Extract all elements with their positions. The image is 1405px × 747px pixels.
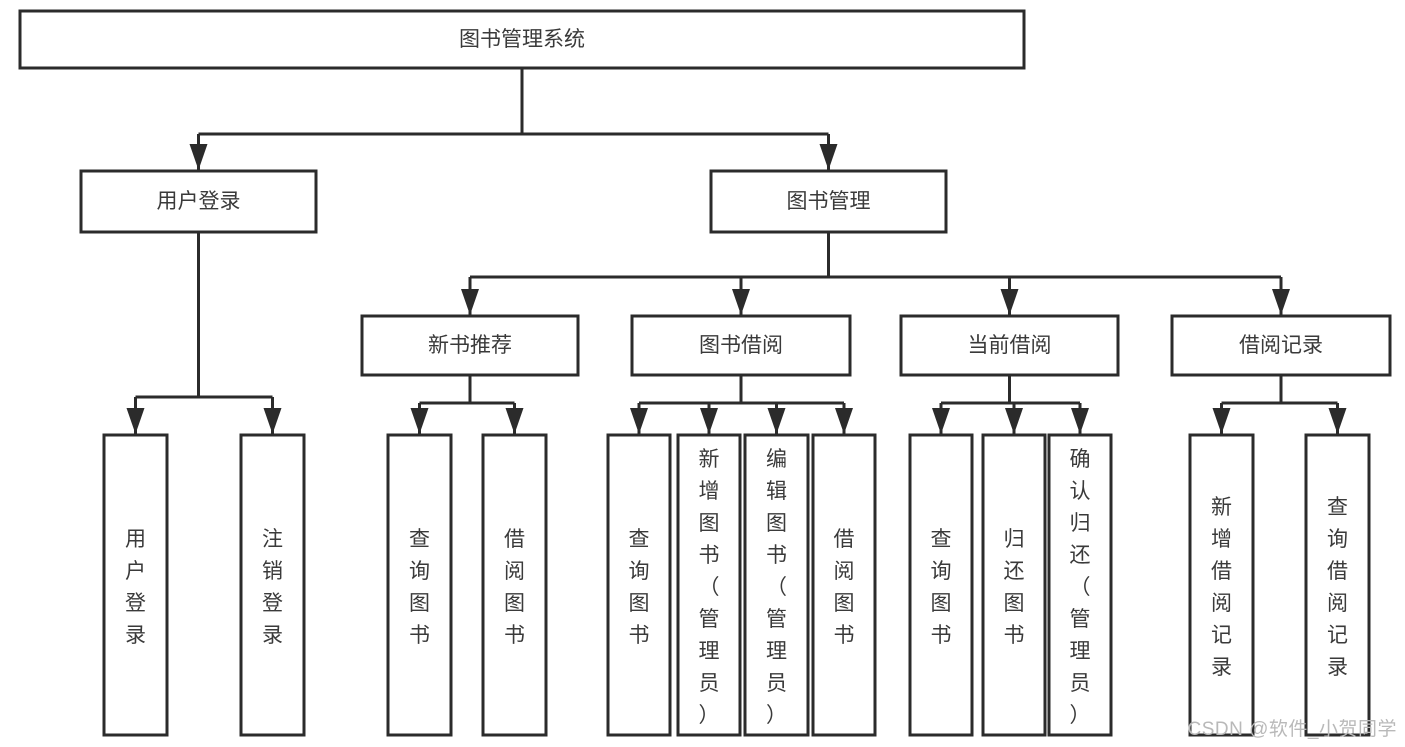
arrow-leaf-新书推荐-0 bbox=[410, 408, 429, 434]
arrow-leaf-用户登录-0 bbox=[126, 408, 145, 434]
leaf-当前借阅-确认归还管理员-label: 确认归还（管理员） bbox=[1070, 448, 1091, 727]
leaf-新书推荐-借阅图书-rect[interactable] bbox=[481, 433, 548, 737]
arrow-leaf-借阅记录-1 bbox=[1328, 408, 1347, 434]
arrow-leaf-用户登录-1 bbox=[263, 408, 282, 434]
leaf-用户登录-用户登录[interactable]: 用户登录 bbox=[102, 433, 169, 737]
node-root-图书管理系统-rect[interactable] bbox=[18, 9, 1026, 70]
node-图书管理-label: 图书管理 bbox=[787, 190, 871, 213]
arrow-leaf-图书借阅-2 bbox=[767, 408, 786, 434]
leaf-图书借阅-编辑图书管理员-rect[interactable] bbox=[743, 433, 810, 737]
leaf-新书推荐-借阅图书-label: 借阅图书 bbox=[504, 528, 525, 647]
leaf-图书借阅-查询图书-label: 查询图书 bbox=[629, 528, 650, 647]
leaf-借阅记录-新增借阅记录-label: 新增借阅记录 bbox=[1211, 496, 1232, 679]
node-root-图书管理系统[interactable]: 图书管理系统 bbox=[18, 9, 1026, 70]
node-新书推荐-label: 新书推荐 bbox=[428, 334, 512, 357]
node-当前借阅[interactable]: 当前借阅 bbox=[899, 314, 1120, 377]
node-借阅记录-rect[interactable] bbox=[1170, 314, 1392, 377]
leaf-图书借阅-新增图书管理员[interactable]: 新增图书（管理员） bbox=[676, 433, 742, 737]
node-图书管理[interactable]: 图书管理 bbox=[709, 169, 948, 234]
arrow-leaf-新书推荐-1 bbox=[505, 408, 524, 434]
node-root-图书管理系统-label: 图书管理系统 bbox=[459, 28, 585, 51]
leaf-用户登录-注销登录[interactable]: 注销登录 bbox=[239, 433, 306, 737]
leaf-用户登录-用户登录-label: 用户登录 bbox=[125, 528, 146, 647]
node-用户登录[interactable]: 用户登录 bbox=[79, 169, 318, 234]
arrow-mgmt-3 bbox=[1272, 289, 1290, 315]
leaf-新书推荐-查询图书-label: 查询图书 bbox=[409, 528, 430, 647]
arrow-mgmt-1 bbox=[732, 289, 750, 315]
leaf-用户登录-用户登录-rect[interactable] bbox=[102, 433, 169, 737]
leaf-图书借阅-查询图书[interactable]: 查询图书 bbox=[606, 433, 672, 737]
leaf-当前借阅-归还图书[interactable]: 归还图书 bbox=[981, 433, 1047, 737]
leaf-当前借阅-查询图书-label: 查询图书 bbox=[931, 528, 952, 647]
leaf-图书借阅-编辑图书管理员-label: 编辑图书（管理员） bbox=[766, 448, 787, 727]
leaf-图书借阅-借阅图书-label: 借阅图书 bbox=[834, 528, 855, 647]
edges-layer bbox=[126, 68, 1347, 434]
arrow-leaf-当前借阅-1 bbox=[1005, 408, 1023, 434]
arrow-leaf-图书借阅-0 bbox=[630, 408, 648, 434]
arrow-leaf-当前借阅-0 bbox=[932, 408, 950, 434]
node-新书推荐-rect[interactable] bbox=[360, 314, 580, 377]
arrow-leaf-借阅记录-0 bbox=[1212, 408, 1231, 434]
arrow-leaf-图书借阅-3 bbox=[835, 408, 853, 434]
leaf-用户登录-注销登录-label: 注销登录 bbox=[262, 528, 283, 647]
leaf-用户登录-注销登录-rect[interactable] bbox=[239, 433, 306, 737]
node-图书管理-rect[interactable] bbox=[709, 169, 948, 234]
node-图书借阅[interactable]: 图书借阅 bbox=[630, 314, 852, 377]
node-用户登录-label: 用户登录 bbox=[157, 190, 241, 213]
node-图书借阅-label: 图书借阅 bbox=[699, 334, 783, 357]
leaf-当前借阅-查询图书-rect[interactable] bbox=[908, 433, 974, 737]
leaf-当前借阅-归还图书-label: 归还图书 bbox=[1004, 528, 1025, 647]
leaf-图书借阅-编辑图书管理员[interactable]: 编辑图书（管理员） bbox=[743, 433, 810, 737]
nodes-layer: 图书管理系统用户登录图书管理新书推荐图书借阅当前借阅借阅记录用户登录注销登录查询… bbox=[18, 9, 1392, 737]
leaf-借阅记录-查询借阅记录[interactable]: 查询借阅记录 bbox=[1304, 433, 1371, 737]
arrow-mgmt-0 bbox=[461, 289, 479, 315]
leaf-新书推荐-借阅图书[interactable]: 借阅图书 bbox=[481, 433, 548, 737]
arrow-root-1 bbox=[819, 144, 838, 170]
leaf-图书借阅-借阅图书-rect[interactable] bbox=[811, 433, 877, 737]
arrow-mgmt-2 bbox=[1000, 289, 1019, 315]
leaf-借阅记录-新增借阅记录[interactable]: 新增借阅记录 bbox=[1188, 433, 1255, 737]
node-新书推荐[interactable]: 新书推荐 bbox=[360, 314, 580, 377]
leaf-当前借阅-归还图书-rect[interactable] bbox=[981, 433, 1047, 737]
leaf-图书借阅-查询图书-rect[interactable] bbox=[606, 433, 672, 737]
arrow-root-0 bbox=[189, 144, 208, 170]
node-当前借阅-rect[interactable] bbox=[899, 314, 1120, 377]
leaf-借阅记录-查询借阅记录-label: 查询借阅记录 bbox=[1327, 496, 1348, 679]
leaf-当前借阅-确认归还管理员-rect[interactable] bbox=[1047, 433, 1113, 737]
leaf-借阅记录-查询借阅记录-rect[interactable] bbox=[1304, 433, 1371, 737]
leaf-当前借阅-确认归还管理员[interactable]: 确认归还（管理员） bbox=[1047, 433, 1113, 737]
node-借阅记录-label: 借阅记录 bbox=[1239, 334, 1323, 357]
leaf-图书借阅-借阅图书[interactable]: 借阅图书 bbox=[811, 433, 877, 737]
arrow-leaf-当前借阅-2 bbox=[1071, 408, 1089, 434]
leaf-图书借阅-新增图书管理员-label: 新增图书（管理员） bbox=[699, 448, 720, 727]
leaf-当前借阅-查询图书[interactable]: 查询图书 bbox=[908, 433, 974, 737]
arrow-leaf-图书借阅-1 bbox=[700, 408, 718, 434]
node-用户登录-rect[interactable] bbox=[79, 169, 318, 234]
leaf-借阅记录-新增借阅记录-rect[interactable] bbox=[1188, 433, 1255, 737]
leaf-新书推荐-查询图书-rect[interactable] bbox=[386, 433, 453, 737]
node-当前借阅-label: 当前借阅 bbox=[968, 334, 1052, 357]
node-借阅记录[interactable]: 借阅记录 bbox=[1170, 314, 1392, 377]
leaf-新书推荐-查询图书[interactable]: 查询图书 bbox=[386, 433, 453, 737]
node-图书借阅-rect[interactable] bbox=[630, 314, 852, 377]
leaf-图书借阅-新增图书管理员-rect[interactable] bbox=[676, 433, 742, 737]
